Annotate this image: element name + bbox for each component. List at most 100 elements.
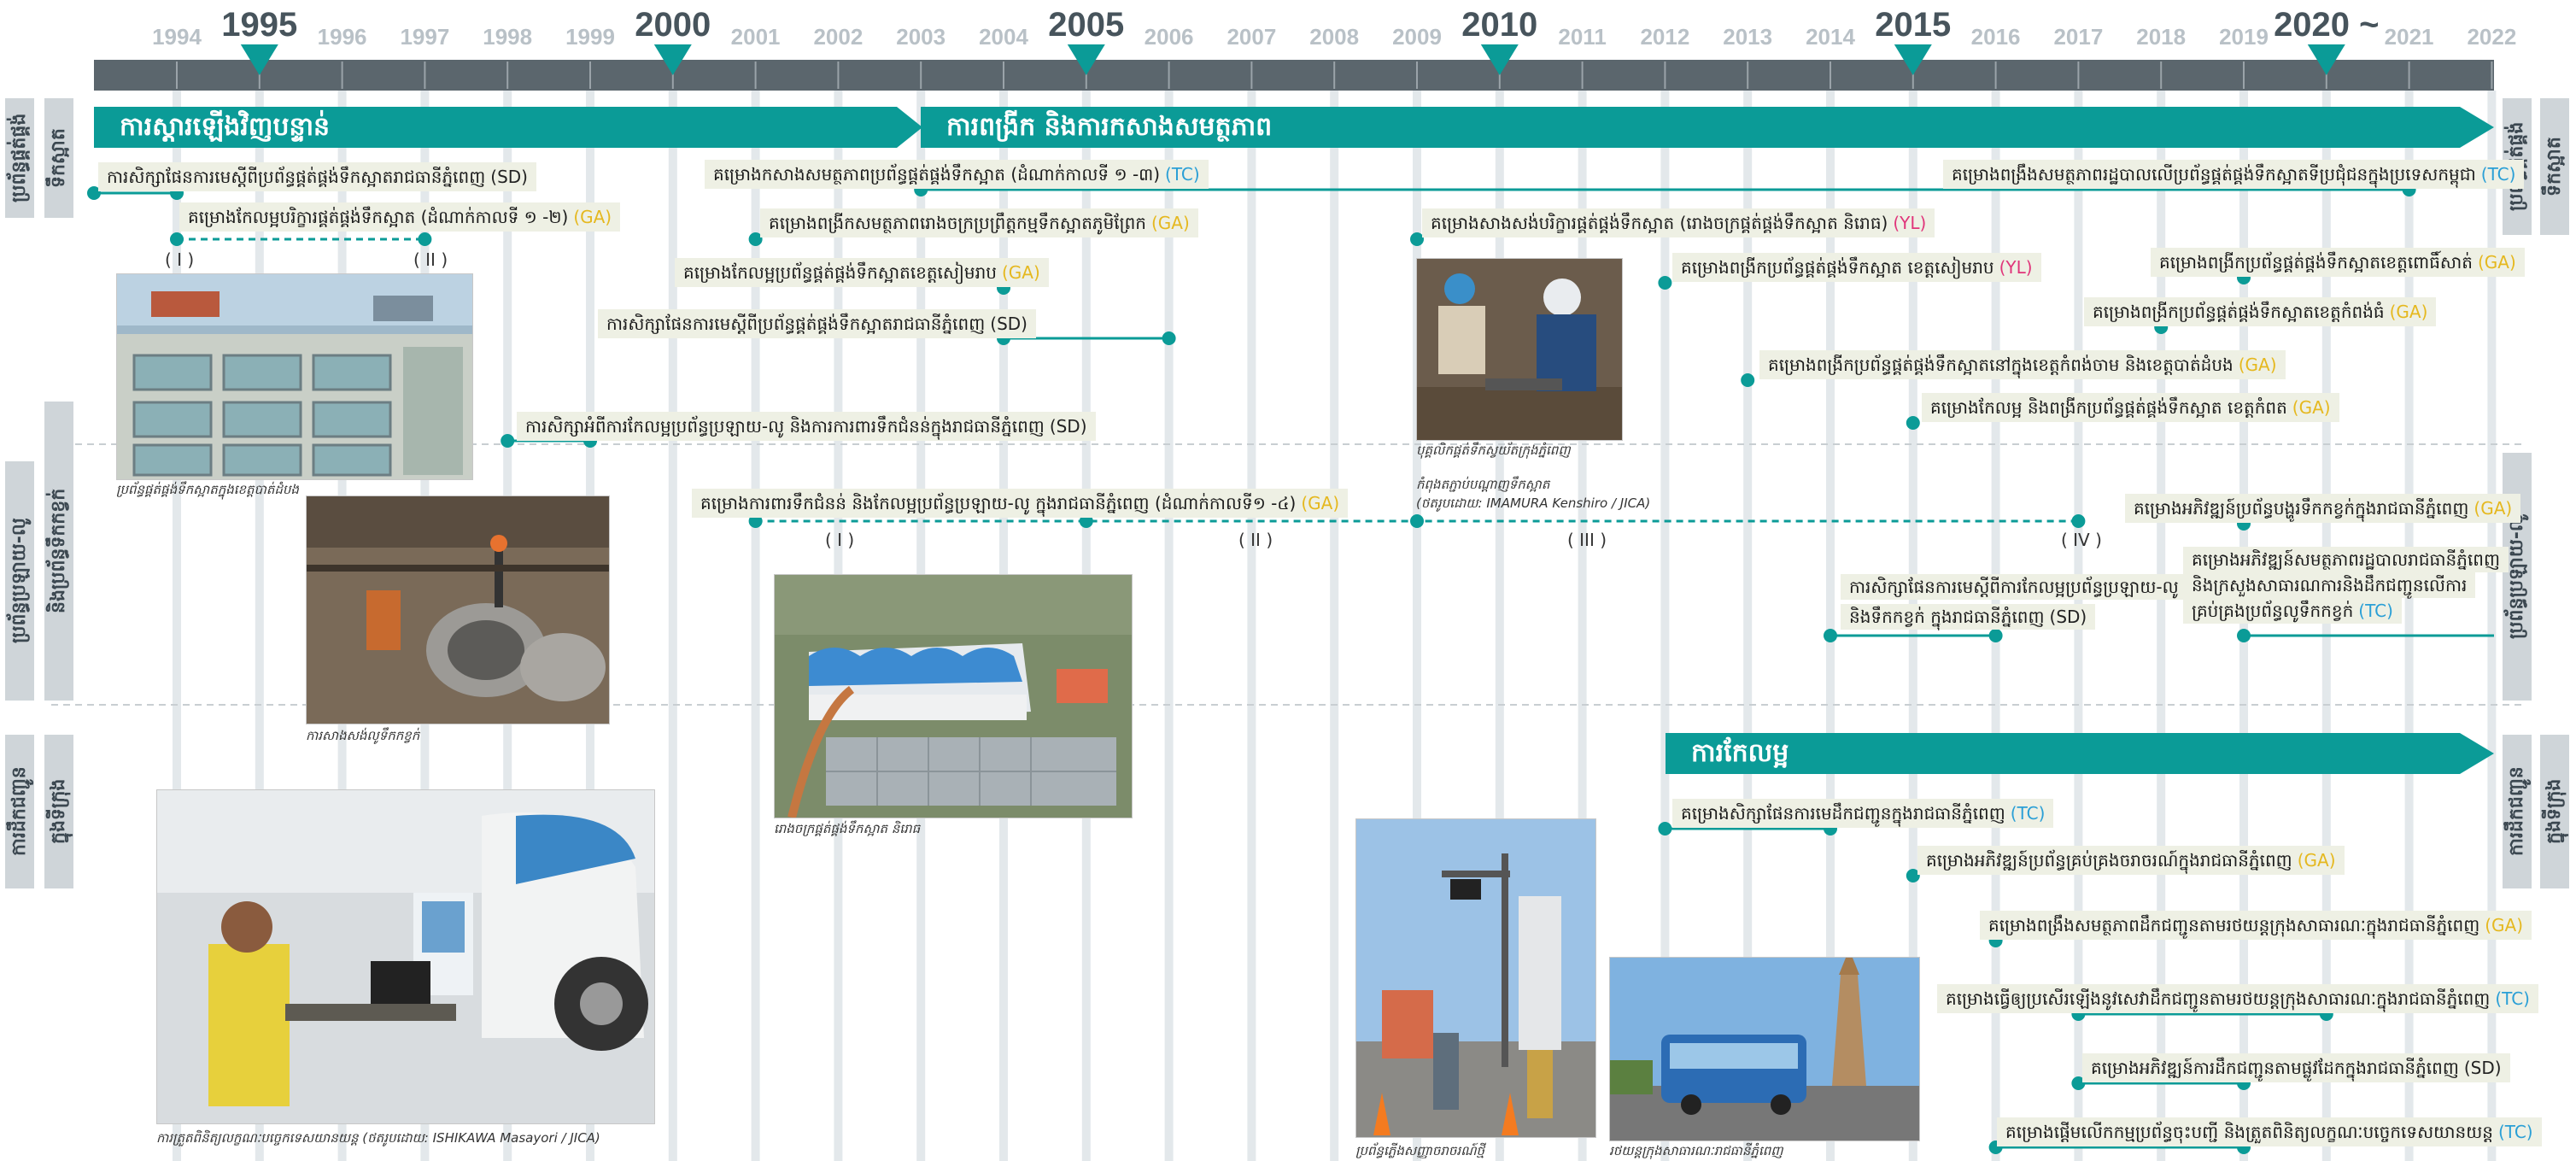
phase-marker-i: ( I ) (165, 249, 195, 270)
right-label-transport-2: ក្នុងទីក្រុង (2540, 735, 2569, 888)
right-label-drainage: ប្រព័ន្ធប្រឡាយ-លូ (2503, 453, 2532, 701)
phase-marker-ii: ( II ) (413, 249, 448, 270)
year-gridline (2239, 91, 2248, 1161)
caption-city-bus: រថយន្តក្រុងសាធារណៈរាជធានីភ្នំពេញ (1609, 1143, 1783, 1158)
year-gridline (1578, 91, 1587, 1161)
project-niroth-yl: គម្រោងសាងសង់បរិក្ខារផ្គត់ផ្គង់ទឹកស្អាត (… (1422, 208, 1935, 237)
year-label: 2017 (2053, 24, 2103, 50)
major-year-marker (2307, 44, 2345, 75)
section-label-water-supply: ប្រព័ន្ធផ្គត់ផ្គង់ (5, 98, 34, 218)
project-admin-capacity-tc: គម្រោងពង្រឹងសមត្ថភាពរដ្ឋបាលលើប្រព័ន្ធផ្គ… (1943, 160, 2525, 189)
project-dot (1162, 331, 1176, 345)
project-drainage-masterplan-sd-2: និងទឹកកខ្វក់ ក្នុងរាជធានីភ្នំពេញ(SD) (1841, 604, 2096, 630)
year-label: 1996 (318, 24, 367, 50)
year-label: 1998 (483, 24, 532, 50)
section-label-drainage-2: និងប្រព័ន្ធទឹកកខ្វក់ (44, 402, 73, 701)
year-label: 2012 (1640, 24, 1689, 50)
caption-water-staff-1: បុគ្គលិកផ្គត់ទឹកស្វយ័តក្រុងភ្នំពេញ (1416, 443, 1571, 458)
photo-vehicle-inspection (156, 789, 655, 1124)
photo-traffic-signal (1355, 818, 1596, 1138)
project-water-rehab-ga: គម្រោងកែលម្អបរិក្ខារផ្គត់ផ្គង់ទឹកស្អាត (… (179, 202, 621, 232)
year-label: 2019 (2219, 24, 2269, 50)
major-year-marker (1067, 44, 1105, 75)
project-pursat-ga: គម្រោងពង្រីកប្រព័ន្ធផ្គត់ផ្គង់ទឹកស្អាតខេ… (2151, 248, 2525, 277)
project-transport-masterplan-tc: គម្រោងសិក្សាផែនការមេដឹកជញ្ជូនក្នុងរាជធាន… (1672, 799, 2054, 828)
section-label-drainage: ប្រព័ន្ធប្រឡាយ-លូ (5, 461, 34, 701)
timeline-bar (94, 60, 2494, 91)
photo-city-bus (1609, 957, 1920, 1141)
caption-vehicle-inspection: ការត្រួតពិនិត្យលក្ខណៈបច្ចេកទេសយានយន្ត (ថ… (156, 1130, 600, 1146)
project-kampong-thom-ga: គម្រោងពង្រីកប្រព័ន្ធផ្គត់ផ្គង់ទឹកស្អាតខេ… (2084, 297, 2437, 326)
year-gridline (1413, 91, 1421, 1161)
project-dot (1824, 629, 1837, 642)
year-gridline (2157, 91, 2166, 1161)
major-year-marker (240, 44, 278, 75)
project-dot (1906, 869, 1920, 882)
caption-sewer-construction: ការសាងសង់លូទឹកកខ្វក់ (306, 728, 420, 743)
year-gridline (2487, 91, 2497, 1161)
year-label: 2009 (1392, 24, 1442, 50)
project-railway-sd: គម្រោងអភិវឌ្ឍន៍ការដឹកជញ្ជូនតាមផ្លូវដែកក្… (2082, 1053, 2510, 1082)
year-gridline (2404, 91, 2414, 1161)
major-year-marker (653, 44, 692, 75)
photo-battambang-water-plant (116, 273, 473, 480)
year-gridline (1826, 91, 1835, 1161)
year-label: 2008 (1309, 24, 1359, 50)
project-flood-protection-ga: គម្រោងការពារទឹកជំនន់ និងកែលម្អប្រព័ន្ធប្… (692, 489, 1349, 518)
drainage-phase-marker-iii: ( III ) (1567, 530, 1607, 550)
year-label: 2004 (979, 24, 1028, 50)
year-label: 2018 (2136, 24, 2186, 50)
drainage-phase-marker-ii: ( II ) (1238, 530, 1273, 550)
year-label: 2011 (1558, 24, 1606, 50)
major-year-marker (1894, 44, 1932, 75)
project-dot (170, 232, 184, 246)
project-dot (2071, 1076, 2086, 1090)
project-dot (1410, 232, 1424, 246)
project-sewerage-ga: គម្រោងអភិវឌ្ឍន៍ប្រព័ន្ធបង្ហូរទឹកកខ្វក់ក្… (2125, 494, 2521, 523)
project-dot (1741, 373, 1755, 387)
project-water-masterplan-2-sd: ការសិក្សាផែនការមេស្តីពីប្រព័ន្ធផ្គត់ផ្គង… (598, 309, 1036, 338)
right-label-water-supply-2: ទឹកស្អាត (2540, 98, 2569, 235)
project-dot (1658, 822, 1672, 836)
major-year-markers (240, 44, 2345, 75)
year-label: 2007 (1227, 24, 1276, 50)
project-phum-preak-ga: គម្រោងពង្រីកសមត្ថភាពរោងចក្រប្រព្រឹត្តកម្… (760, 208, 1198, 237)
project-vehicle-inspection-tc: គម្រោងផ្ដើមលើកកម្មប្រព័ន្ធចុះបញ្ជី និងត្… (1997, 1117, 2542, 1146)
year-label: 2020 ~ (2274, 6, 2379, 44)
project-dot (501, 434, 515, 448)
photo-water-staff (1416, 258, 1623, 441)
year-label: 2003 (896, 24, 946, 50)
project-bus-service-tc: គម្រោងធ្វើឲ្យប្រសើរឡើងនូវសេវាដឹកជញ្ជូនតា… (1937, 984, 2538, 1013)
photo-niroth-plant (774, 574, 1133, 819)
phase-expansion-capacity-building: ការពង្រីក និងការកសាងសមត្ថភាព (921, 107, 2494, 148)
year-label: 2005 (1048, 6, 1124, 44)
caption-battambang: ប្រព័ន្ធផ្គត់ផ្គង់ទឹកស្អាតក្នុងខេត្តបាត់… (116, 482, 299, 497)
year-gridline (1247, 91, 1256, 1161)
year-label: 1999 (565, 24, 615, 50)
drainage-phase-marker-iv: ( IV ) (2061, 530, 2102, 550)
section-label-urban-transport-2: ក្នុងទីក្រុង (44, 735, 73, 888)
year-gridline (1743, 91, 1753, 1161)
project-dot (2071, 514, 2086, 528)
project-dot (748, 232, 763, 246)
project-water-capacity-tc: គម្រោងកសាងសមត្ថភាពប្រព័ន្ធផ្គត់ផ្គង់ទឹកស… (705, 160, 1209, 189)
drainage-phase-marker-i: ( I ) (825, 530, 855, 550)
project-dot (1658, 276, 1672, 290)
project-dot (748, 514, 763, 528)
phase-improvement: ការកែលម្អ (1666, 733, 2494, 774)
year-gridline (173, 91, 181, 1161)
year-label: 2013 (1723, 24, 1772, 50)
phase-emergency-rehabilitation: ការស្តារឡើងវិញបន្ទាន់ (94, 107, 922, 148)
year-label: 2022 (2467, 24, 2516, 50)
year-label: 2016 (1971, 24, 2021, 50)
project-traffic-management-ga: គម្រោងអភិវឌ្ឍន៍ប្រព័ន្ធគ្រប់គ្រងចរាចរណ៍ក… (1917, 846, 2345, 875)
caption-niroth-plant: រោងចក្រផ្គត់ផ្គង់ទឹកស្អាត និរោធ (774, 821, 921, 836)
year-gridline (1495, 91, 1504, 1161)
project-siemreap-yl: គម្រោងពង្រីកប្រព័ន្ធផ្គត់ផ្គង់ទឹកស្អាត ខ… (1672, 253, 2041, 282)
project-dot (87, 186, 101, 200)
project-drainage-masterplan-sd-1: ការសិក្សាផែនការមេស្តីពីការកែលម្អប្រព័ន្ធ… (1841, 574, 2187, 600)
caption-water-staff-3: (ថតរូបដោយ: IMAMURA Kenshiro / JICA) (1416, 495, 1651, 511)
project-dot (1410, 514, 1424, 528)
year-gridline (2321, 91, 2331, 1161)
